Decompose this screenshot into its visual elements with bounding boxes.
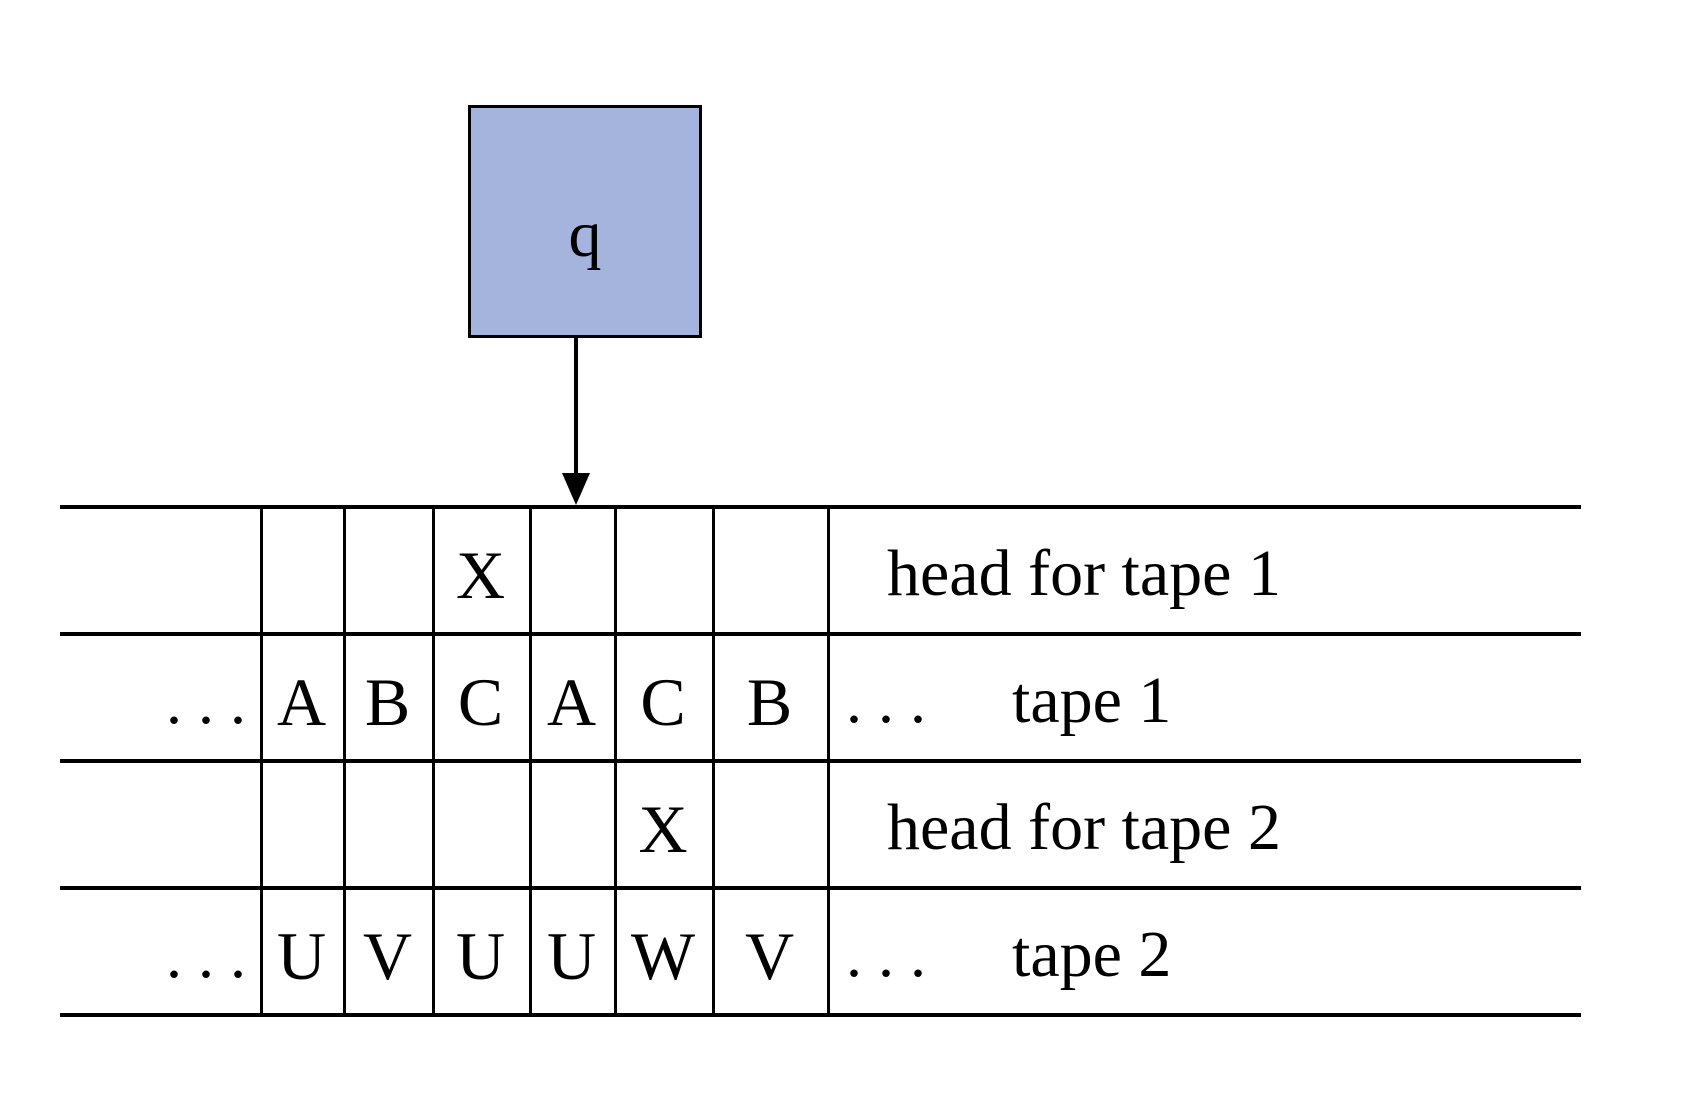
head2-cell — [343, 759, 432, 886]
head1-cell — [343, 505, 432, 632]
head1-cell — [712, 505, 827, 632]
head1-cell — [614, 505, 712, 632]
table-row-tape-2: . . . U V U U W V . . . tape 2 — [0, 886, 1692, 1013]
table-line-vertical — [260, 505, 263, 1017]
table-line-horizontal — [60, 1013, 1581, 1017]
head1-cell — [529, 505, 614, 632]
tape1-cell: B — [364, 663, 411, 740]
tape1-cell: C — [457, 663, 504, 740]
table-line-horizontal — [60, 886, 1581, 890]
tape2-cell: U — [276, 917, 327, 994]
state-box: q — [468, 105, 702, 338]
head1-cell — [260, 505, 343, 632]
table-line-vertical — [712, 505, 715, 1017]
table-row-head-tape-1: X head for tape 1 — [0, 505, 1692, 632]
state-label: q — [568, 197, 602, 271]
row-label-region: head for tape 2 — [827, 759, 1580, 886]
row-label: tape 2 — [1012, 917, 1172, 991]
table-line-vertical — [343, 505, 346, 1017]
left-ellipsis — [60, 759, 260, 886]
table-row-tape-1: . . . A B C A C B . . . tape 1 — [0, 632, 1692, 759]
tape1-cell: B — [746, 663, 793, 740]
row-label-region: head for tape 1 — [827, 505, 1580, 632]
head1-cell-marker: X — [455, 536, 506, 613]
row-label: tape 1 — [1012, 663, 1172, 737]
table-line-horizontal — [60, 759, 1581, 763]
row-label: head for tape 2 — [887, 790, 1281, 864]
tape1-cell: A — [546, 663, 597, 740]
right-ellipsis: . . . — [846, 664, 926, 736]
head2-cell — [712, 759, 827, 886]
left-ellipsis — [60, 505, 260, 632]
tape2-cell: V — [362, 917, 413, 994]
left-ellipsis: . . . — [166, 665, 246, 737]
table-line-vertical — [827, 505, 830, 1017]
head2-cell — [260, 759, 343, 886]
table-line-vertical — [614, 505, 617, 1017]
row-label-region: . . . tape 2 — [827, 886, 1580, 1013]
table-line-vertical — [432, 505, 435, 1017]
row-label: head for tape 1 — [887, 536, 1281, 610]
table-row-head-tape-2: X head for tape 2 — [0, 759, 1692, 886]
tape2-cell: U — [546, 917, 597, 994]
tape2-cell: U — [455, 917, 506, 994]
head2-cell — [529, 759, 614, 886]
table-line-horizontal — [60, 505, 1581, 509]
tape2-cell: V — [744, 917, 795, 994]
tape1-cell: A — [276, 663, 327, 740]
tape2-cell: W — [630, 917, 696, 994]
table-line-vertical — [529, 505, 532, 1017]
row-label-region: . . . tape 1 — [827, 632, 1580, 759]
head2-cell — [432, 759, 529, 886]
head2-cell-marker: X — [638, 790, 688, 867]
left-ellipsis: . . . — [166, 919, 246, 991]
down-arrow-icon — [562, 336, 590, 505]
right-ellipsis: . . . — [846, 918, 926, 990]
tape1-cell: C — [640, 663, 686, 740]
table-line-horizontal — [60, 632, 1581, 636]
